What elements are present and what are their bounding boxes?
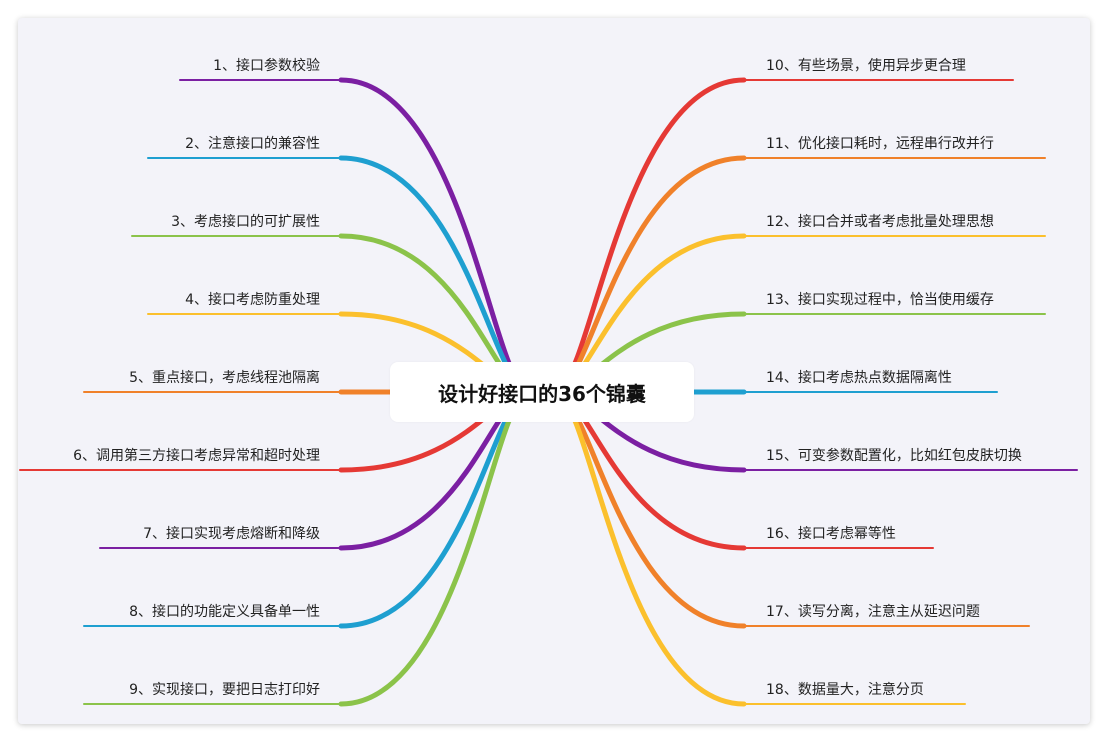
right-branch-label-1[interactable]: 10、有些场景，使用异步更合理 (766, 58, 966, 74)
left-branch-label-7[interactable]: 7、接口实现考虑熔断和降级 (143, 526, 320, 542)
left-branch-label-4[interactable]: 4、接口考虑防重处理 (185, 292, 320, 308)
right-branch-label-6[interactable]: 15、可变参数配置化，比如红包皮肤切换 (766, 448, 1022, 464)
right-branch-label-3[interactable]: 12、接口合并或者考虑批量处理思想 (766, 214, 994, 230)
left-branch-label-9[interactable]: 9、实现接口，要把日志打印好 (129, 682, 320, 698)
left-branch-label-5[interactable]: 5、重点接口，考虑线程池隔离 (129, 370, 320, 386)
right-branch-label-4[interactable]: 13、接口实现过程中，恰当使用缓存 (766, 292, 994, 308)
root-title: 设计好接口的36个锦囊 (438, 381, 646, 406)
right-branch-label-2[interactable]: 11、优化接口耗时，远程串行改并行 (766, 136, 994, 152)
left-branch-label-2[interactable]: 2、注意接口的兼容性 (185, 136, 320, 152)
right-branch-label-7[interactable]: 16、接口考虑幂等性 (766, 526, 896, 542)
right-branch-label-5[interactable]: 14、接口考虑热点数据隔离性 (766, 370, 952, 386)
left-branch-label-8[interactable]: 8、接口的功能定义具备单一性 (129, 604, 320, 620)
right-branch-label-8[interactable]: 17、读写分离，注意主从延迟问题 (766, 604, 980, 620)
left-branch-label-3[interactable]: 3、考虑接口的可扩展性 (171, 214, 320, 230)
root-node[interactable]: 设计好接口的36个锦囊 (390, 362, 694, 422)
right-branch-label-9[interactable]: 18、数据量大，注意分页 (766, 682, 924, 698)
left-branch-label-1[interactable]: 1、接口参数校验 (213, 58, 320, 74)
left-branch-label-6[interactable]: 6、调用第三方接口考虑异常和超时处理 (73, 448, 320, 464)
